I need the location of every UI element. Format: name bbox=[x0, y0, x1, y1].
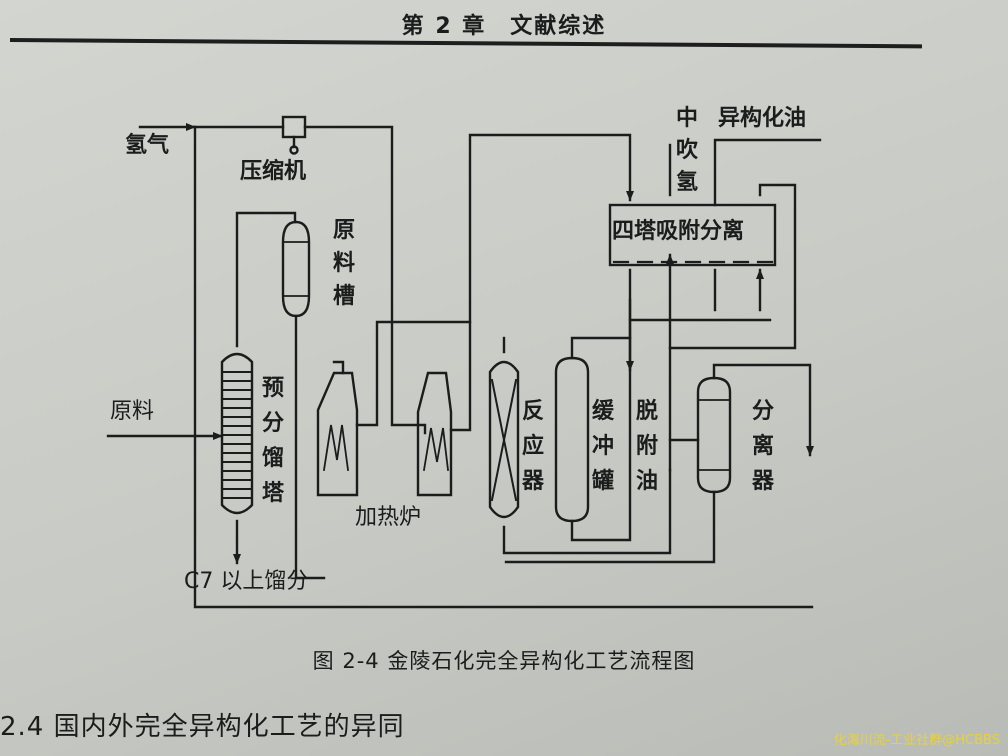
diagram-labels: 氢气 压缩机 原 料 槽 原料 预 分 馏 塔 加热炉 反 应 器 缓 冲 罐 … bbox=[110, 105, 806, 594]
label-compressor: 压缩机 bbox=[240, 158, 306, 184]
chapter-header: 第 2 章 文献综述 bbox=[401, 14, 607, 39]
label-hydrogen: 氢气 bbox=[125, 132, 169, 158]
heater-1-coil bbox=[322, 424, 350, 472]
compressor-discharge-line bbox=[303, 125, 427, 435]
figure-caption: 图 2-4 金陵石化完全异构化工艺流程图 bbox=[312, 649, 696, 673]
label-feed-tank-2: 料 bbox=[333, 251, 355, 276]
buffer-tank-outlet-line bbox=[570, 268, 632, 542]
label-feed-tank-3: 槽 bbox=[333, 284, 355, 309]
process-flow-diagram: 氢气 压缩机 原 料 槽 原料 预 分 馏 塔 加热炉 反 应 器 缓 冲 罐 … bbox=[106, 105, 822, 609]
heater-1-to-mixer bbox=[355, 320, 472, 427]
heater-2-coil bbox=[422, 427, 450, 472]
reactor-body bbox=[488, 360, 520, 519]
watermark-text: 化海川流-工业社群@HCBBS bbox=[833, 733, 1000, 748]
label-desorption-1: 脱 bbox=[636, 399, 658, 424]
feed-tank-body bbox=[281, 220, 311, 318]
heater-1-body bbox=[316, 371, 359, 497]
label-separator-3: 器 bbox=[751, 469, 775, 494]
label-heater: 加热炉 bbox=[355, 505, 421, 530]
reactor-internals bbox=[490, 378, 518, 502]
label-buffer-3: 罐 bbox=[591, 468, 614, 494]
label-separator-1: 分 bbox=[752, 399, 774, 424]
label-buffer-1: 缓 bbox=[592, 398, 615, 424]
feed-tank-seams bbox=[282, 241, 310, 297]
label-purge-2: 吹 bbox=[676, 137, 699, 163]
label-desorption-3: 油 bbox=[636, 469, 658, 494]
prefractionator-body bbox=[220, 352, 254, 515]
heater-2-to-reactor bbox=[449, 133, 634, 432]
buffer-tank-top-line bbox=[570, 336, 632, 360]
label-reactor-3: 器 bbox=[521, 469, 545, 494]
separator-bottom-line bbox=[504, 490, 716, 564]
label-prefrac-3: 馏 bbox=[262, 446, 284, 471]
psa-recycle-right bbox=[668, 183, 797, 350]
heater-2-body bbox=[416, 371, 453, 497]
psa-unit-box bbox=[608, 203, 777, 267]
reactor-to-buffer bbox=[502, 468, 672, 555]
label-purge-1: 中 bbox=[676, 106, 698, 131]
separator-body bbox=[696, 376, 732, 494]
label-purge-3: 氢 bbox=[676, 169, 698, 195]
label-c7-fraction: C7 以上馏分 bbox=[184, 569, 308, 594]
label-separator-2: 离 bbox=[752, 433, 774, 459]
label-buffer-2: 冲 bbox=[592, 434, 614, 459]
label-prefrac-1: 预 bbox=[262, 376, 284, 401]
prefractionator-trays bbox=[223, 371, 251, 499]
section-heading: 2.4 国内外完全异构化工艺的异同 bbox=[0, 712, 405, 742]
prefractionator-reflux-line bbox=[235, 211, 297, 348]
feed-tank-outlet-line bbox=[294, 314, 326, 580]
compressor-box bbox=[281, 115, 307, 139]
hydrogen-recycle-vertical bbox=[193, 125, 814, 609]
label-psa-unit: 四塔吸附分离 bbox=[612, 218, 744, 244]
isomerate-line bbox=[713, 138, 822, 207]
compressor-motor bbox=[289, 145, 299, 155]
label-prefrac-2: 分 bbox=[262, 411, 284, 436]
label-desorption-2: 附 bbox=[636, 433, 658, 459]
label-feed: 原料 bbox=[110, 399, 154, 424]
label-isomerate: 异构化油 bbox=[718, 105, 806, 131]
heater-1-top-line bbox=[332, 360, 345, 375]
buffer-tank-body bbox=[554, 356, 590, 523]
label-reactor-2: 应 bbox=[522, 433, 544, 459]
label-prefrac-4: 塔 bbox=[262, 481, 285, 506]
separator-seams bbox=[697, 399, 731, 471]
label-feed-tank-1: 原 bbox=[333, 218, 355, 243]
separator-top-line bbox=[712, 363, 814, 457]
psa-internal-arrows bbox=[713, 270, 760, 312]
label-reactor-1: 反 bbox=[522, 399, 544, 424]
